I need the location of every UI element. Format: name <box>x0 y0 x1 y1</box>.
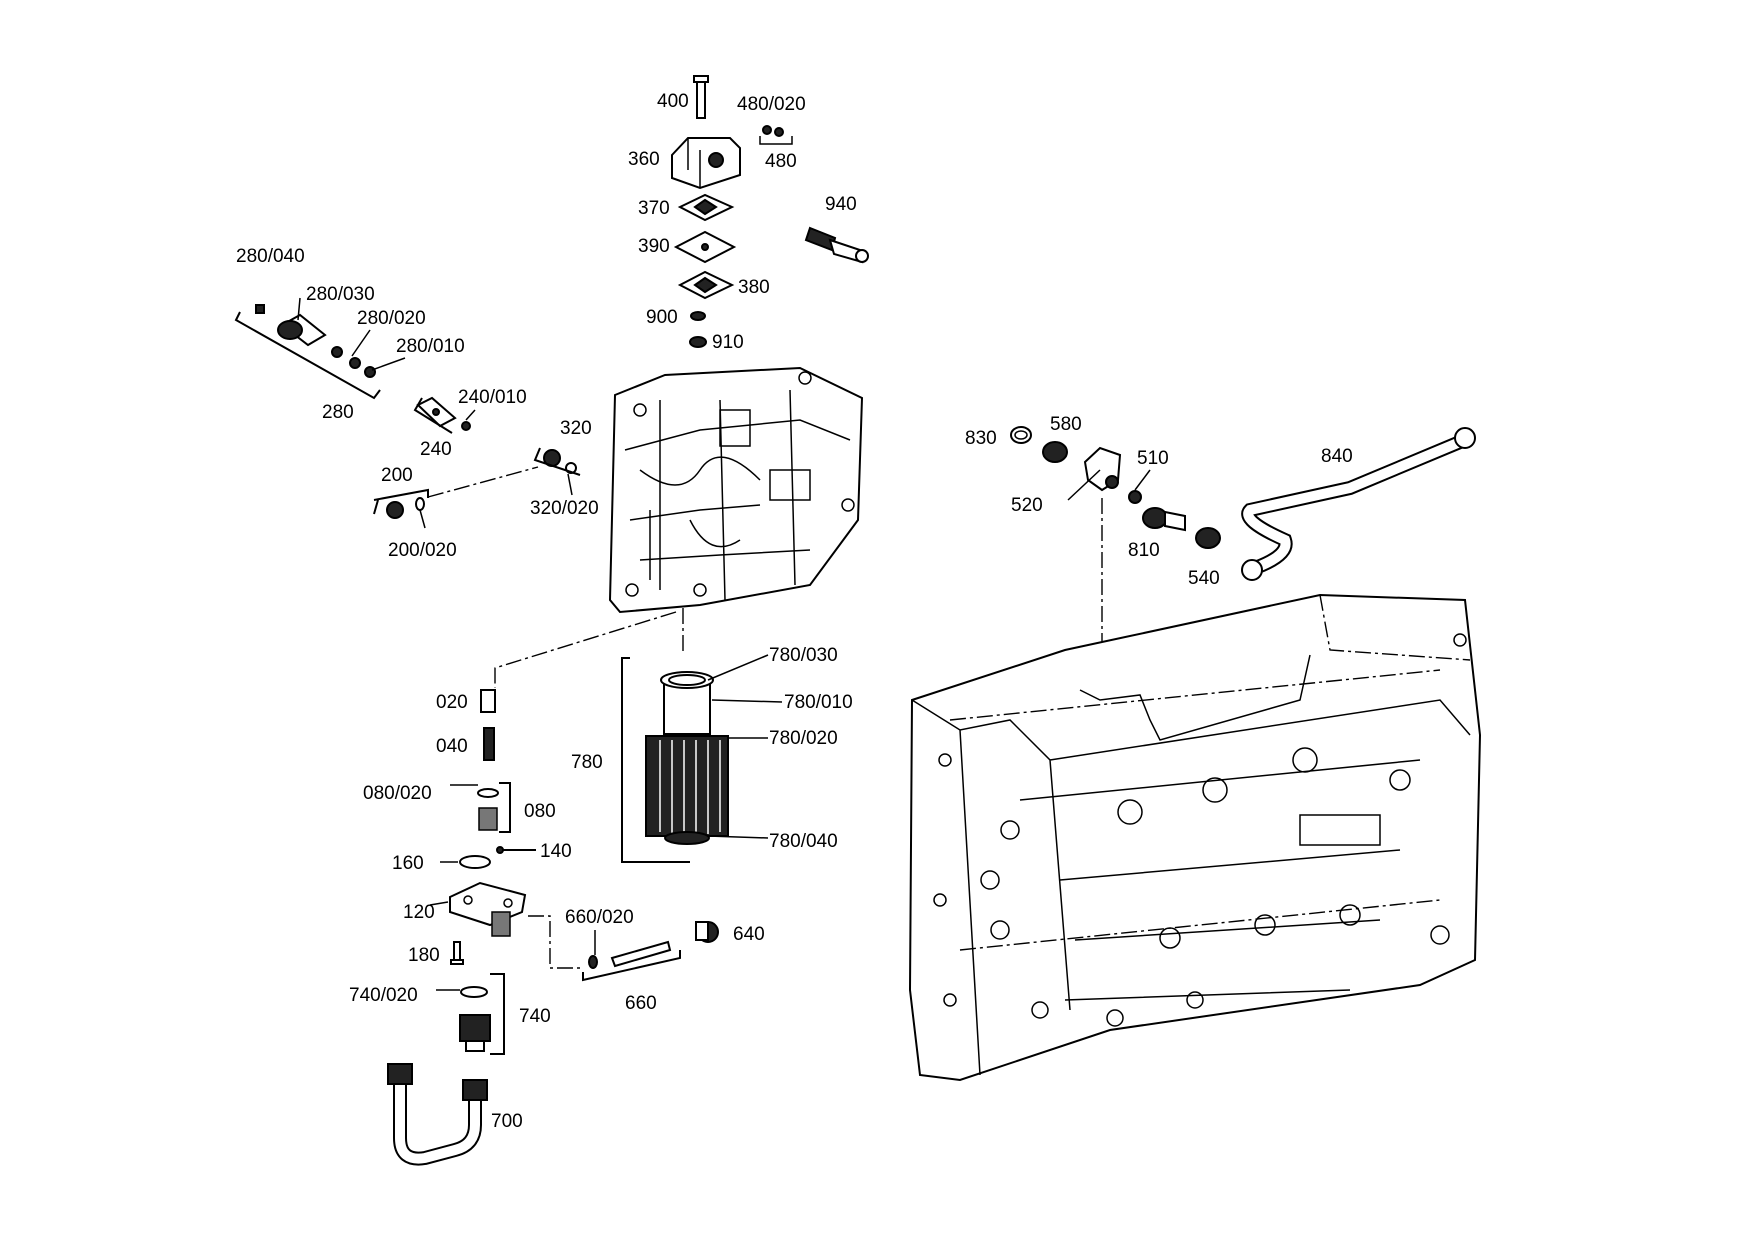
label-910: 910 <box>712 332 744 353</box>
label-200-020: 200/020 <box>388 540 457 561</box>
flange-120[interactable] <box>449 881 527 937</box>
label-940: 940 <box>825 194 857 215</box>
plug-830[interactable] <box>1010 426 1032 444</box>
label-810: 810 <box>1128 540 1160 561</box>
gasket-380[interactable] <box>677 270 735 300</box>
label-280-030: 280/030 <box>306 284 375 305</box>
label-510: 510 <box>1137 448 1169 469</box>
label-900: 900 <box>646 307 678 328</box>
spring-040[interactable] <box>483 727 495 761</box>
part-280-group[interactable] <box>234 304 381 400</box>
label-160: 160 <box>392 853 424 874</box>
filter-780[interactable] <box>621 657 729 863</box>
sensor-940[interactable] <box>804 226 869 264</box>
label-240-010: 240/010 <box>458 387 527 408</box>
label-140: 140 <box>540 841 572 862</box>
label-640: 640 <box>733 924 765 945</box>
seal-900[interactable] <box>690 311 706 321</box>
callout-labels: 400 480/020 480 360 940 370 390 380 900 … <box>236 91 1353 1132</box>
part-080-group[interactable] <box>477 782 511 833</box>
label-180: 180 <box>408 945 440 966</box>
label-830: 830 <box>965 428 997 449</box>
label-080: 080 <box>524 801 556 822</box>
label-390: 390 <box>638 236 670 257</box>
label-280-040: 280/040 <box>236 246 305 267</box>
label-580: 580 <box>1050 414 1082 435</box>
part-240-group[interactable] <box>413 396 471 434</box>
pin-140[interactable] <box>496 846 536 854</box>
cover-360[interactable] <box>671 137 741 190</box>
part-740-group[interactable] <box>459 973 505 1055</box>
label-080-020: 080/020 <box>363 783 432 804</box>
seal-510[interactable] <box>1128 490 1142 504</box>
nut-540[interactable] <box>1195 527 1221 549</box>
leader-lines <box>297 297 1151 991</box>
label-840: 840 <box>1321 446 1353 467</box>
transmission-housing[interactable] <box>908 593 1482 1082</box>
label-740: 740 <box>519 1006 551 1027</box>
label-780-020: 780/020 <box>769 728 838 749</box>
label-380: 380 <box>738 277 770 298</box>
label-280: 280 <box>322 402 354 423</box>
bolt-180[interactable] <box>450 941 464 965</box>
label-540: 540 <box>1188 568 1220 589</box>
seal-910[interactable] <box>689 336 707 348</box>
part-320-group[interactable] <box>533 447 581 476</box>
label-740-020: 740/020 <box>349 985 418 1006</box>
plug-580[interactable] <box>1042 441 1068 463</box>
fitting-810[interactable] <box>1142 507 1186 532</box>
pipe-840[interactable] <box>1241 427 1476 581</box>
pipe-700[interactable] <box>387 1063 488 1166</box>
label-520: 520 <box>1011 495 1043 516</box>
label-020: 020 <box>436 692 468 713</box>
label-780-030: 780/030 <box>769 645 838 666</box>
label-400: 400 <box>657 91 689 112</box>
label-480: 480 <box>765 151 797 172</box>
plug-640[interactable] <box>695 921 719 943</box>
label-120: 120 <box>403 902 435 923</box>
label-480-020: 480/020 <box>737 94 806 115</box>
part-660-group[interactable] <box>582 940 681 982</box>
bolt-400[interactable] <box>693 75 709 119</box>
plug-020[interactable] <box>480 689 496 713</box>
label-360: 360 <box>628 149 660 170</box>
label-780: 780 <box>571 752 603 773</box>
label-320: 320 <box>560 418 592 439</box>
label-280-020: 280/020 <box>357 308 426 329</box>
label-370: 370 <box>638 198 670 219</box>
label-200: 200 <box>381 465 413 486</box>
label-660: 660 <box>625 993 657 1014</box>
valve-housing[interactable] <box>608 366 864 614</box>
part-200-group[interactable] <box>373 488 429 519</box>
label-320-020: 320/020 <box>530 498 599 519</box>
label-280-010: 280/010 <box>396 336 465 357</box>
pin-480[interactable] <box>759 125 793 145</box>
gasket-370[interactable] <box>677 193 735 222</box>
plate-390[interactable] <box>673 230 737 264</box>
label-700: 700 <box>491 1111 523 1132</box>
label-040: 040 <box>436 736 468 757</box>
fitting-520[interactable] <box>1083 446 1122 492</box>
seal-160[interactable] <box>459 855 491 869</box>
label-780-010: 780/010 <box>784 692 853 713</box>
label-660-020: 660/020 <box>565 907 634 928</box>
label-240: 240 <box>420 439 452 460</box>
label-780-040: 780/040 <box>769 831 838 852</box>
